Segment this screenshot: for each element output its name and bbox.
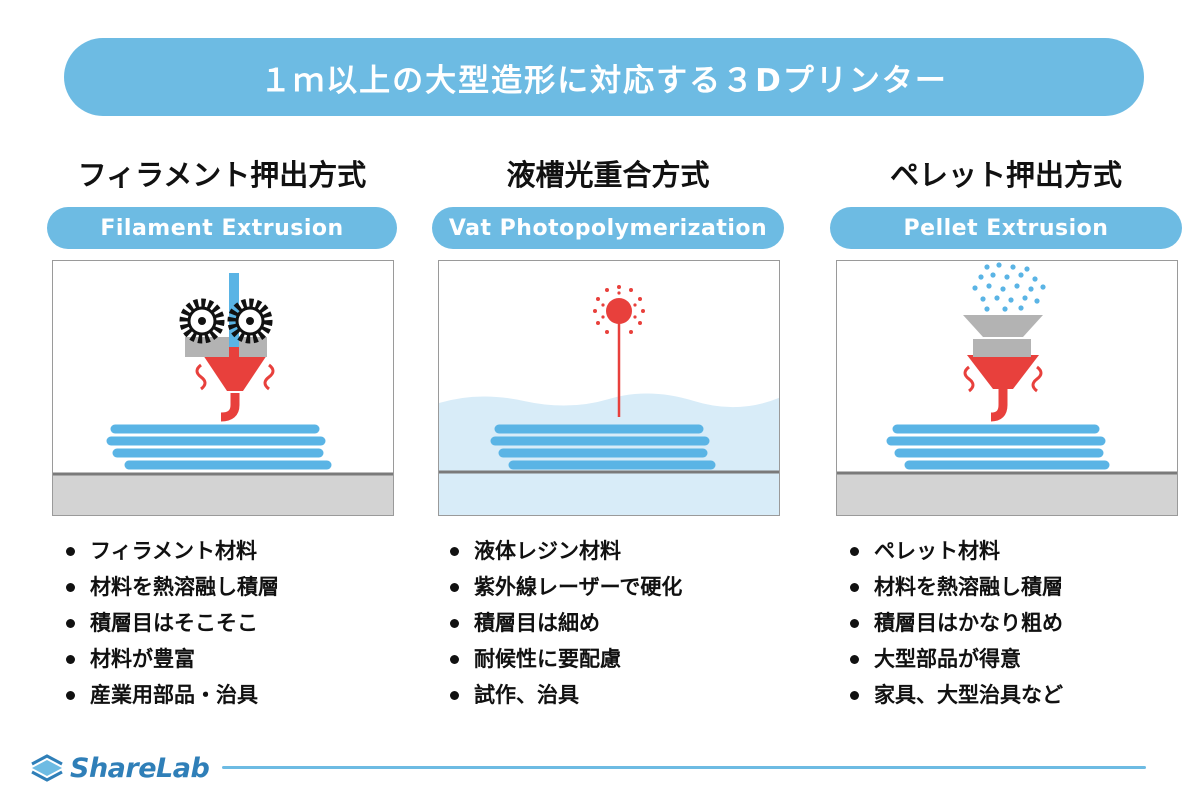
feature-item: 積層目は細め: [448, 605, 682, 641]
feature-list: 液体レジン材料 紫外線レーザーで硬化 積層目は細め 耐候性に要配慮 試作、治具: [448, 533, 682, 713]
footer-divider: [222, 766, 1146, 769]
feature-item: 産業用部品・治具: [64, 677, 279, 713]
vat-photopolymerization-illustration: [438, 260, 780, 516]
feature-list: フィラメント材料 材料を熱溶融し積層 積層目はそこそこ 材料が豊富 産業用部品・…: [64, 533, 279, 713]
method-title: 液槽光重合方式: [506, 158, 710, 192]
page-title: １ｍ以上の大型造形に対応する３Dプリンター: [260, 62, 948, 99]
method-column-filament: フィラメント押出方式 Filament Extrusion: [42, 0, 402, 800]
method-column-pellet: ペレット押出方式 Pellet Extrusion: [826, 0, 1186, 800]
method-subtitle-pill: Pellet Extrusion: [830, 207, 1182, 249]
method-subtitle-pill: Vat Photopolymerization: [432, 207, 784, 249]
feature-item: 大型部品が得意: [848, 641, 1063, 677]
method-subtitle: Pellet Extrusion: [903, 215, 1109, 241]
feature-item: 紫外線レーザーで硬化: [448, 569, 682, 605]
method-subtitle: Vat Photopolymerization: [448, 215, 768, 241]
pellet-extrusion-illustration: [836, 260, 1178, 516]
gear-extruder-icon: [53, 273, 393, 515]
feature-item: 材料を熱溶融し積層: [64, 569, 279, 605]
brand-logo: ShareLab: [30, 748, 210, 788]
method-title: フィラメント押出方式: [77, 158, 367, 192]
page-title-banner: １ｍ以上の大型造形に対応する３Dプリンター: [64, 38, 1144, 116]
method-subtitle-pill: Filament Extrusion: [47, 207, 397, 249]
feature-item: 耐候性に要配慮: [448, 641, 682, 677]
feature-item: 試作、治具: [448, 677, 682, 713]
brand-name: ShareLab: [70, 752, 210, 784]
method-title: ペレット押出方式: [889, 158, 1122, 192]
feature-item: 液体レジン材料: [448, 533, 682, 569]
feature-item: ペレット材料: [848, 533, 1063, 569]
filament-extrusion-illustration: [52, 260, 394, 516]
pellet-hopper-icon: [837, 262, 1177, 515]
feature-item: 材料が豊富: [64, 641, 279, 677]
feature-item: フィラメント材料: [64, 533, 279, 569]
feature-list: ペレット材料 材料を熱溶融し積層 積層目はかなり粗め 大型部品が得意 家具、大型…: [848, 533, 1063, 713]
method-column-vat: 液槽光重合方式 Vat Photopolymerization: [428, 0, 788, 800]
feature-item: 積層目はかなり粗め: [848, 605, 1063, 641]
laser-vat-icon: [439, 285, 779, 515]
feature-item: 材料を熱溶融し積層: [848, 569, 1063, 605]
method-subtitle: Filament Extrusion: [100, 215, 344, 241]
feature-item: 積層目はそこそこ: [64, 605, 279, 641]
layers-logo-icon: [31, 754, 63, 782]
feature-item: 家具、大型治具など: [848, 677, 1063, 713]
